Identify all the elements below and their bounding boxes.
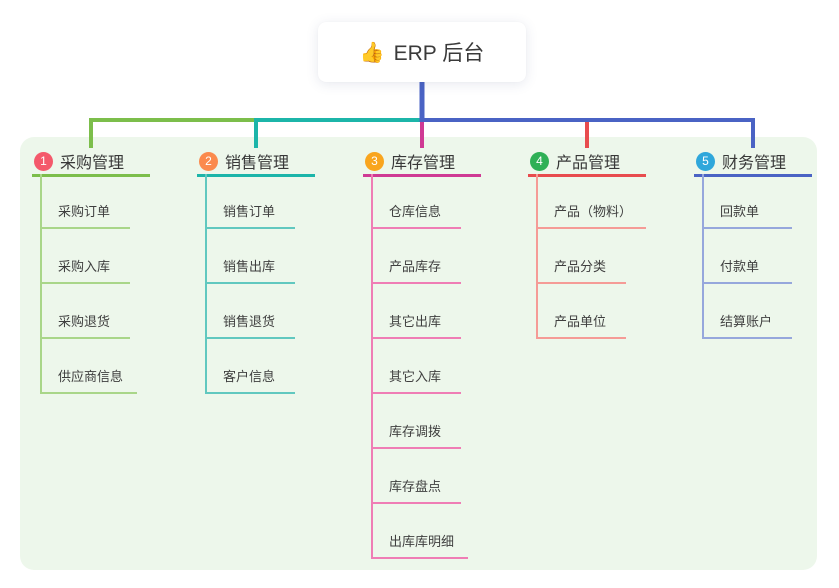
branch-number-badge: 5 (696, 151, 715, 171)
branch-node-2[interactable]: 2 销售管理 (197, 148, 315, 177)
child-node[interactable]: 仓库信息 (373, 174, 461, 229)
branch-node-5[interactable]: 5 财务管理 (694, 148, 812, 177)
branch-node-3[interactable]: 3 库存管理 (363, 148, 481, 177)
branch-number-badge: 3 (365, 151, 384, 171)
child-node[interactable]: 其它入库 (373, 339, 461, 394)
child-node[interactable]: 其它出库 (373, 284, 461, 339)
root-title: ERP 后台 (393, 42, 485, 65)
child-node[interactable]: 付款单 (704, 229, 792, 284)
thumbs-up-icon: 👍 (359, 41, 385, 64)
child-node[interactable]: 回款单 (704, 174, 792, 229)
branch-label: 采购管理 (60, 155, 125, 172)
child-node[interactable]: 产品分类 (538, 229, 626, 284)
child-node[interactable]: 结算账户 (704, 284, 792, 339)
child-node[interactable]: 采购退货 (42, 284, 130, 339)
branch-number-badge: 1 (34, 151, 53, 171)
child-node[interactable]: 销售出库 (207, 229, 295, 284)
branch-label: 产品管理 (556, 155, 621, 172)
root-node[interactable]: 👍 ERP 后台 (318, 22, 526, 82)
branch-node-1[interactable]: 1 采购管理 (32, 148, 150, 177)
child-node[interactable]: 库存调拨 (373, 394, 461, 449)
child-node[interactable]: 采购入库 (42, 229, 130, 284)
child-node[interactable]: 出库库明细 (373, 504, 469, 559)
child-node[interactable]: 产品单位 (538, 284, 626, 339)
branch-children-2: 销售订单销售出库销售退货客户信息 (205, 174, 295, 394)
child-node[interactable]: 销售退货 (207, 284, 295, 339)
branch-children-1: 采购订单采购入库采购退货供应商信息 (40, 174, 138, 394)
branch-children-5: 回款单付款单结算账户 (702, 174, 792, 339)
child-node[interactable]: 库存盘点 (373, 449, 461, 504)
branch-children-3: 仓库信息产品库存其它出库其它入库库存调拨库存盘点出库库明细 (371, 174, 469, 559)
branches-panel (20, 137, 817, 570)
branch-number-badge: 4 (530, 151, 549, 171)
branch-node-4[interactable]: 4 产品管理 (528, 148, 646, 177)
branch-label: 销售管理 (225, 155, 290, 172)
branch-children-4: 产品（物料）产品分类产品单位 (536, 174, 647, 339)
branch-label: 库存管理 (391, 155, 456, 172)
branch-number-badge: 2 (199, 151, 218, 171)
child-node[interactable]: 供应商信息 (42, 339, 138, 394)
child-node[interactable]: 产品库存 (373, 229, 461, 284)
child-node[interactable]: 销售订单 (207, 174, 295, 229)
child-node[interactable]: 产品（物料） (538, 174, 647, 229)
branch-label: 财务管理 (722, 155, 787, 172)
child-node[interactable]: 客户信息 (207, 339, 295, 394)
child-node[interactable]: 采购订单 (42, 174, 130, 229)
